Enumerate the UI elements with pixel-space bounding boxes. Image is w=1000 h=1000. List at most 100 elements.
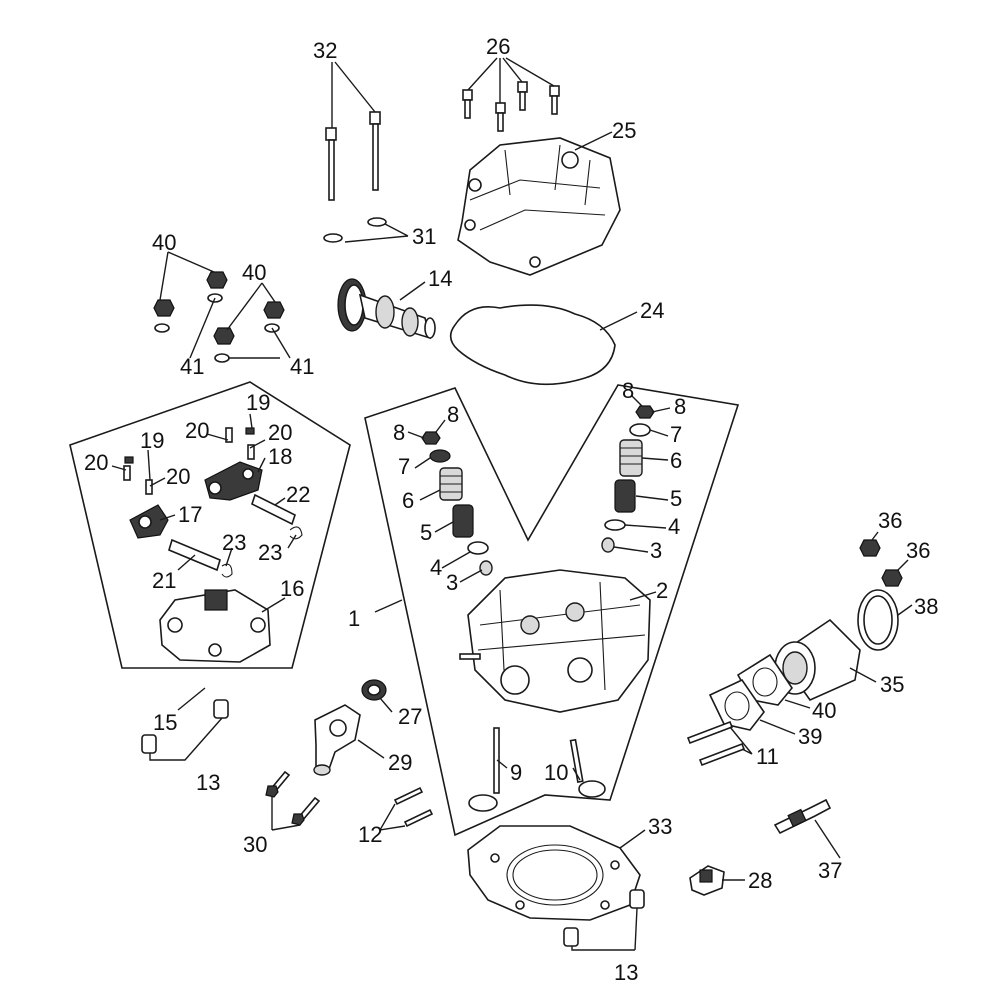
callout-18: 18 (268, 444, 292, 469)
callout-24: 24 (640, 298, 664, 323)
bolts-30 (265, 770, 321, 826)
callout-8-left-a: 8 (393, 420, 405, 445)
callout-10: 10 (544, 760, 568, 785)
callout-25: 25 (612, 118, 636, 143)
callout-11: 11 (756, 744, 779, 769)
callout-7-right: 7 (670, 422, 682, 447)
callout-3-right: 3 (650, 538, 662, 563)
spark-plug-37 (773, 798, 832, 835)
cylinder-head-cover-25 (457, 137, 621, 276)
callout-36-lower: 36 (906, 538, 930, 563)
callout-9: 9 (510, 760, 522, 785)
callout-3-left: 3 (446, 570, 458, 595)
camshaft-14 (337, 278, 436, 340)
studs-11 (686, 720, 746, 767)
valve-10 (569, 738, 606, 798)
callout-40-upper-left: 40 (152, 230, 176, 255)
callout-40-upper-right: 40 (242, 260, 266, 285)
callout-8-right-a: 8 (622, 378, 634, 403)
dowel-13-right-b (563, 927, 579, 947)
callout-39: 39 (798, 724, 822, 749)
callout-32: 32 (313, 38, 337, 63)
callout-7-left: 7 (398, 454, 410, 479)
callout-4-right: 4 (668, 514, 680, 539)
callout-41-right: 41 (290, 354, 314, 379)
callout-16: 16 (280, 576, 304, 601)
callout-17: 17 (178, 502, 202, 527)
dowel-13-right-a (629, 889, 645, 909)
studs-12 (393, 786, 434, 828)
cylinder-head-group-frame (364, 384, 740, 837)
callout-labels: 32 26 25 31 14 24 40 40 41 41 19 20 20 1… (84, 34, 938, 985)
callout-8-left-b: 8 (447, 402, 459, 427)
callout-23-upper: 23 (222, 530, 246, 555)
callout-20-lower-left: 20 (84, 450, 108, 475)
cover-gasket-24 (449, 304, 616, 386)
nuts-36 (859, 539, 903, 587)
valve-9 (468, 727, 500, 812)
clamp-38 (857, 589, 899, 651)
callout-13-right: 13 (614, 960, 638, 985)
callout-26: 26 (486, 34, 510, 59)
callout-20-upper-right: 20 (268, 420, 292, 445)
callout-35: 35 (880, 672, 904, 697)
rocker-arm-group-frame (69, 381, 351, 669)
leader-lines (111, 57, 913, 951)
spring-clip-23-right (289, 526, 303, 540)
callout-36-upper: 36 (878, 508, 902, 533)
callout-4-left: 4 (430, 555, 442, 580)
callout-23-lower: 23 (258, 540, 282, 565)
callout-5-right: 5 (670, 486, 682, 511)
temperature-sensor-28 (689, 865, 725, 896)
callout-15: 15 (153, 710, 177, 735)
rocker-arm-18 (204, 461, 263, 501)
cylinder-head-2 (459, 569, 651, 713)
long-bolt-32-left (325, 127, 337, 201)
dowel-13-left-b (141, 734, 157, 754)
callout-14: 14 (428, 266, 452, 291)
rocker-holder-16 (159, 589, 271, 663)
callout-2: 2 (656, 578, 668, 603)
callout-30: 30 (243, 832, 267, 857)
head-gasket-33 (467, 825, 641, 921)
callout-29: 29 (388, 750, 412, 775)
callout-1: 1 (348, 606, 360, 631)
callout-19-lower: 19 (140, 428, 164, 453)
callout-20-upper-left: 20 (185, 418, 209, 443)
callout-21: 21 (152, 568, 176, 593)
callout-28: 28 (748, 868, 772, 893)
long-bolt-32-right (369, 111, 381, 191)
callout-20-lower-right: 20 (166, 464, 190, 489)
callout-12: 12 (358, 822, 382, 847)
callout-6-left: 6 (402, 488, 414, 513)
rocker-shaft-22 (251, 493, 296, 526)
valve-parts-left (421, 431, 493, 576)
intake-pipe-35 (774, 618, 861, 701)
callout-27: 27 (398, 704, 422, 729)
callout-13-left: 13 (196, 770, 220, 795)
callout-41-left: 41 (180, 354, 204, 379)
rocker-arm-17 (129, 504, 169, 539)
rocker-pins-20-bolts-19 (123, 427, 255, 495)
callout-40-intake: 40 (812, 698, 836, 723)
callout-38: 38 (914, 594, 938, 619)
callout-5-left: 5 (420, 520, 432, 545)
callout-22: 22 (286, 482, 310, 507)
water-outlet-29 (313, 704, 361, 776)
washer-31-left (323, 233, 343, 243)
callout-6-right: 6 (670, 448, 682, 473)
callout-33: 33 (648, 814, 672, 839)
seal-27 (361, 679, 387, 701)
callout-19-upper: 19 (246, 390, 270, 415)
washer-31-right (367, 217, 387, 227)
callout-37: 37 (818, 858, 842, 883)
spring-clip-23-left (221, 563, 233, 578)
callout-31: 31 (412, 224, 436, 249)
dowel-13-left-a (213, 699, 229, 719)
valve-parts-right (601, 405, 655, 553)
gasket-39 (708, 678, 765, 731)
nuts-40-washers-41 (153, 271, 285, 363)
cover-bolts-26 (462, 81, 560, 132)
callout-8-right-b: 8 (674, 394, 686, 419)
